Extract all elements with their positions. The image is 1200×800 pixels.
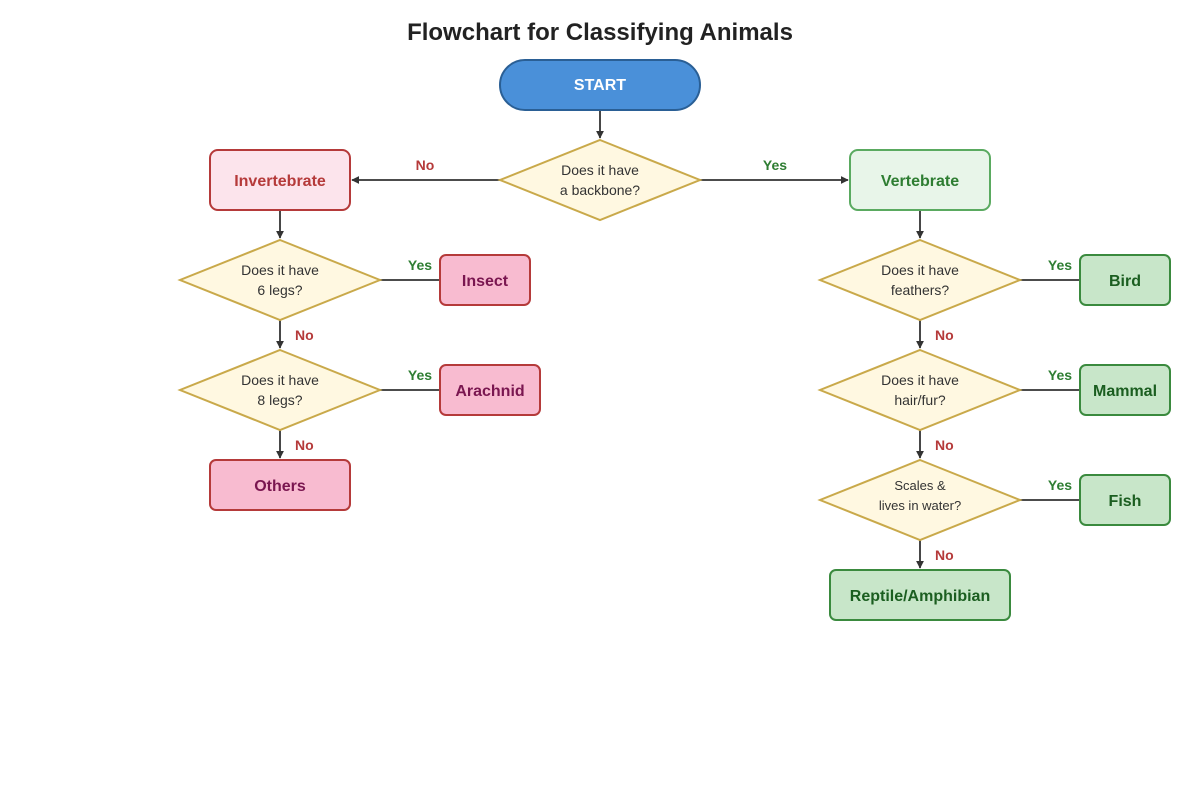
decision-scales-water-line1: Scales & — [894, 478, 946, 493]
leaf-insect-shape — [439, 254, 531, 306]
leaf-arachnid-label: Arachnid — [455, 383, 524, 400]
start-label: START — [574, 77, 626, 94]
label-eight-legs-no: No — [295, 437, 314, 453]
invertebrate-shape — [209, 149, 351, 211]
decision-eight-legs-line2: 8 legs? — [257, 392, 302, 408]
edge-labels: No Yes Yes No Yes No Yes No Yes No Yes N… — [295, 157, 1072, 563]
decision-six-legs-shape — [177, 238, 383, 322]
decision-hair-fur-line2: hair/fur? — [894, 392, 946, 408]
leaf-reptile-amphibian: Reptile/Amphibian — [829, 569, 1011, 621]
decision-feathers: Does it have feathers? — [817, 238, 1023, 322]
decision-six-legs-line2: 6 legs? — [257, 282, 302, 298]
decision-scales-water-shape — [817, 458, 1023, 542]
decision-eight-legs-shape — [177, 348, 383, 432]
label-scales-water-yes: Yes — [1048, 477, 1072, 493]
label-feathers-no: No — [935, 327, 954, 343]
leaf-arachnid: Arachnid — [439, 364, 541, 416]
decision-backbone-line2: a backbone? — [560, 182, 640, 198]
label-backbone-yes: Yes — [763, 157, 787, 173]
label-feathers-yes: Yes — [1048, 257, 1072, 273]
decision-backbone: Does it have a backbone? — [497, 138, 703, 222]
leaf-arachnid-shape — [439, 364, 541, 416]
decision-feathers-line2: feathers? — [891, 282, 950, 298]
label-scales-water-no: No — [935, 547, 954, 563]
decision-hair-fur: Does it have hair/fur? — [817, 348, 1023, 432]
label-backbone-no: No — [416, 157, 435, 173]
leaf-mammal: Mammal — [1079, 364, 1171, 416]
label-hair-fur-yes: Yes — [1048, 367, 1072, 383]
decision-six-legs: Does it have 6 legs? — [177, 238, 383, 322]
diagram-title: Flowchart for Classifying Animals — [407, 19, 793, 46]
vertebrate-label: Vertebrate — [881, 173, 959, 190]
invertebrate-node: Invertebrate — [209, 149, 351, 211]
decision-backbone-shape — [497, 138, 703, 222]
leaf-reptile-amphibian-shape — [829, 569, 1011, 621]
leaf-mammal-shape — [1079, 364, 1171, 416]
label-six-legs-no: No — [295, 327, 314, 343]
leaf-bird-shape — [1079, 254, 1171, 306]
leaf-others-shape — [209, 459, 351, 511]
start-node: START — [499, 59, 701, 111]
decision-six-legs-line1: Does it have — [241, 262, 319, 278]
invertebrate-label: Invertebrate — [234, 173, 326, 190]
decision-eight-legs: Does it have 8 legs? — [177, 348, 383, 432]
vertebrate-shape — [849, 149, 991, 211]
leaf-mammal-label: Mammal — [1093, 383, 1157, 400]
leaf-bird: Bird — [1079, 254, 1171, 306]
leaf-insect-label: Insect — [462, 273, 509, 290]
leaf-fish: Fish — [1079, 474, 1171, 526]
leaf-fish-label: Fish — [1109, 493, 1142, 510]
leaf-reptile-amphibian-label: Reptile/Amphibian — [850, 588, 990, 605]
leaf-fish-shape — [1079, 474, 1171, 526]
decision-hair-fur-shape — [817, 348, 1023, 432]
connectors — [276, 110, 1080, 569]
leaf-insect: Insect — [439, 254, 531, 306]
leaf-others: Others — [209, 459, 351, 511]
decision-backbone-line1: Does it have — [561, 162, 639, 178]
decision-scales-water: Scales & lives in water? — [817, 458, 1023, 542]
decision-feathers-shape — [817, 238, 1023, 322]
label-eight-legs-yes: Yes — [408, 367, 432, 383]
label-hair-fur-no: No — [935, 437, 954, 453]
start-shape — [499, 59, 701, 111]
label-six-legs-yes: Yes — [408, 257, 432, 273]
leaf-others-label: Others — [254, 478, 306, 495]
decision-scales-water-line2: lives in water? — [879, 498, 961, 513]
leaf-bird-label: Bird — [1109, 273, 1141, 290]
vertebrate-node: Vertebrate — [849, 149, 991, 211]
decision-feathers-line1: Does it have — [881, 262, 959, 278]
decision-hair-fur-line1: Does it have — [881, 372, 959, 388]
decision-eight-legs-line1: Does it have — [241, 372, 319, 388]
